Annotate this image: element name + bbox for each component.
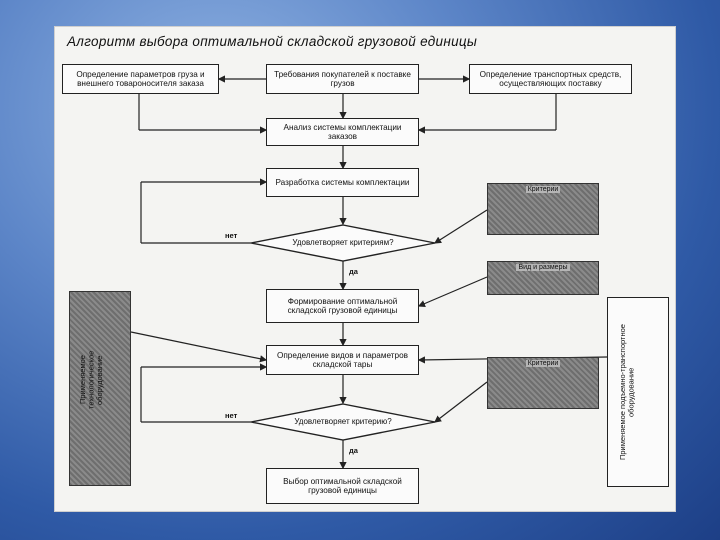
container-box: Определение видов и параметров складской… xyxy=(266,345,419,375)
flow-connectors xyxy=(130,75,608,470)
transport-text: Определение транспортных средств, осущес… xyxy=(479,70,622,88)
formation-box: Формирование оптимальной складской грузо… xyxy=(266,289,419,323)
diagram-title: Алгоритм выбора оптимальной складской гр… xyxy=(67,34,478,49)
criteria-top-box: Критерии xyxy=(487,183,599,235)
requirements-text: Требования покупателей к поставке грузов xyxy=(274,70,411,88)
cargo-params-text: Определение параметров груза и внешнего … xyxy=(76,70,205,88)
development-box: Разработка системы комплектации xyxy=(266,168,419,197)
criteria-bottom-box: Критерии xyxy=(487,357,599,409)
shape-sizes-box: Вид и размеры xyxy=(487,261,599,295)
lifting-equipment-label: Применяемое подъемно-транспортное оборуд… xyxy=(618,324,636,460)
transport-box: Определение транспортных средств, осущес… xyxy=(469,64,632,94)
lifting-equipment-box: Применяемое подъемно-транспортное оборуд… xyxy=(607,297,669,487)
decision-2-text: Удовлетворяет критерию? xyxy=(294,417,392,426)
yes-label-2: да xyxy=(349,446,358,455)
analysis-text: Анализ системы комплектации заказов xyxy=(283,123,402,141)
analysis-box: Анализ системы комплектации заказов xyxy=(266,118,419,146)
criteria-top-label: Критерии xyxy=(525,186,561,193)
no-label-1: нет xyxy=(225,231,238,240)
container-text: Определение видов и параметров складской… xyxy=(277,351,408,369)
slide: Алгоритм выбора оптимальной складской гр… xyxy=(54,26,676,512)
shape-sizes-label: Вид и размеры xyxy=(516,264,570,271)
technological-equipment-box xyxy=(69,291,131,486)
choice-text: Выбор оптимальной складской грузовой еди… xyxy=(283,477,402,495)
no-label-2: нет xyxy=(225,411,238,420)
cargo-params-box: Определение параметров груза и внешнего … xyxy=(62,64,219,94)
technological-equipment-label: Применяемое технологическое оборудование xyxy=(78,350,104,410)
criteria-bottom-label: Критерии xyxy=(525,360,561,367)
decision-1-text: Удовлетворяет критериям? xyxy=(292,238,394,247)
choice-box: Выбор оптимальной складской грузовой еди… xyxy=(266,468,419,504)
development-text: Разработка системы комплектации xyxy=(275,178,410,187)
formation-text: Формирование оптимальной складской грузо… xyxy=(287,297,398,315)
yes-label-1: да xyxy=(349,267,358,276)
requirements-box: Требования покупателей к поставке грузов xyxy=(266,64,419,94)
